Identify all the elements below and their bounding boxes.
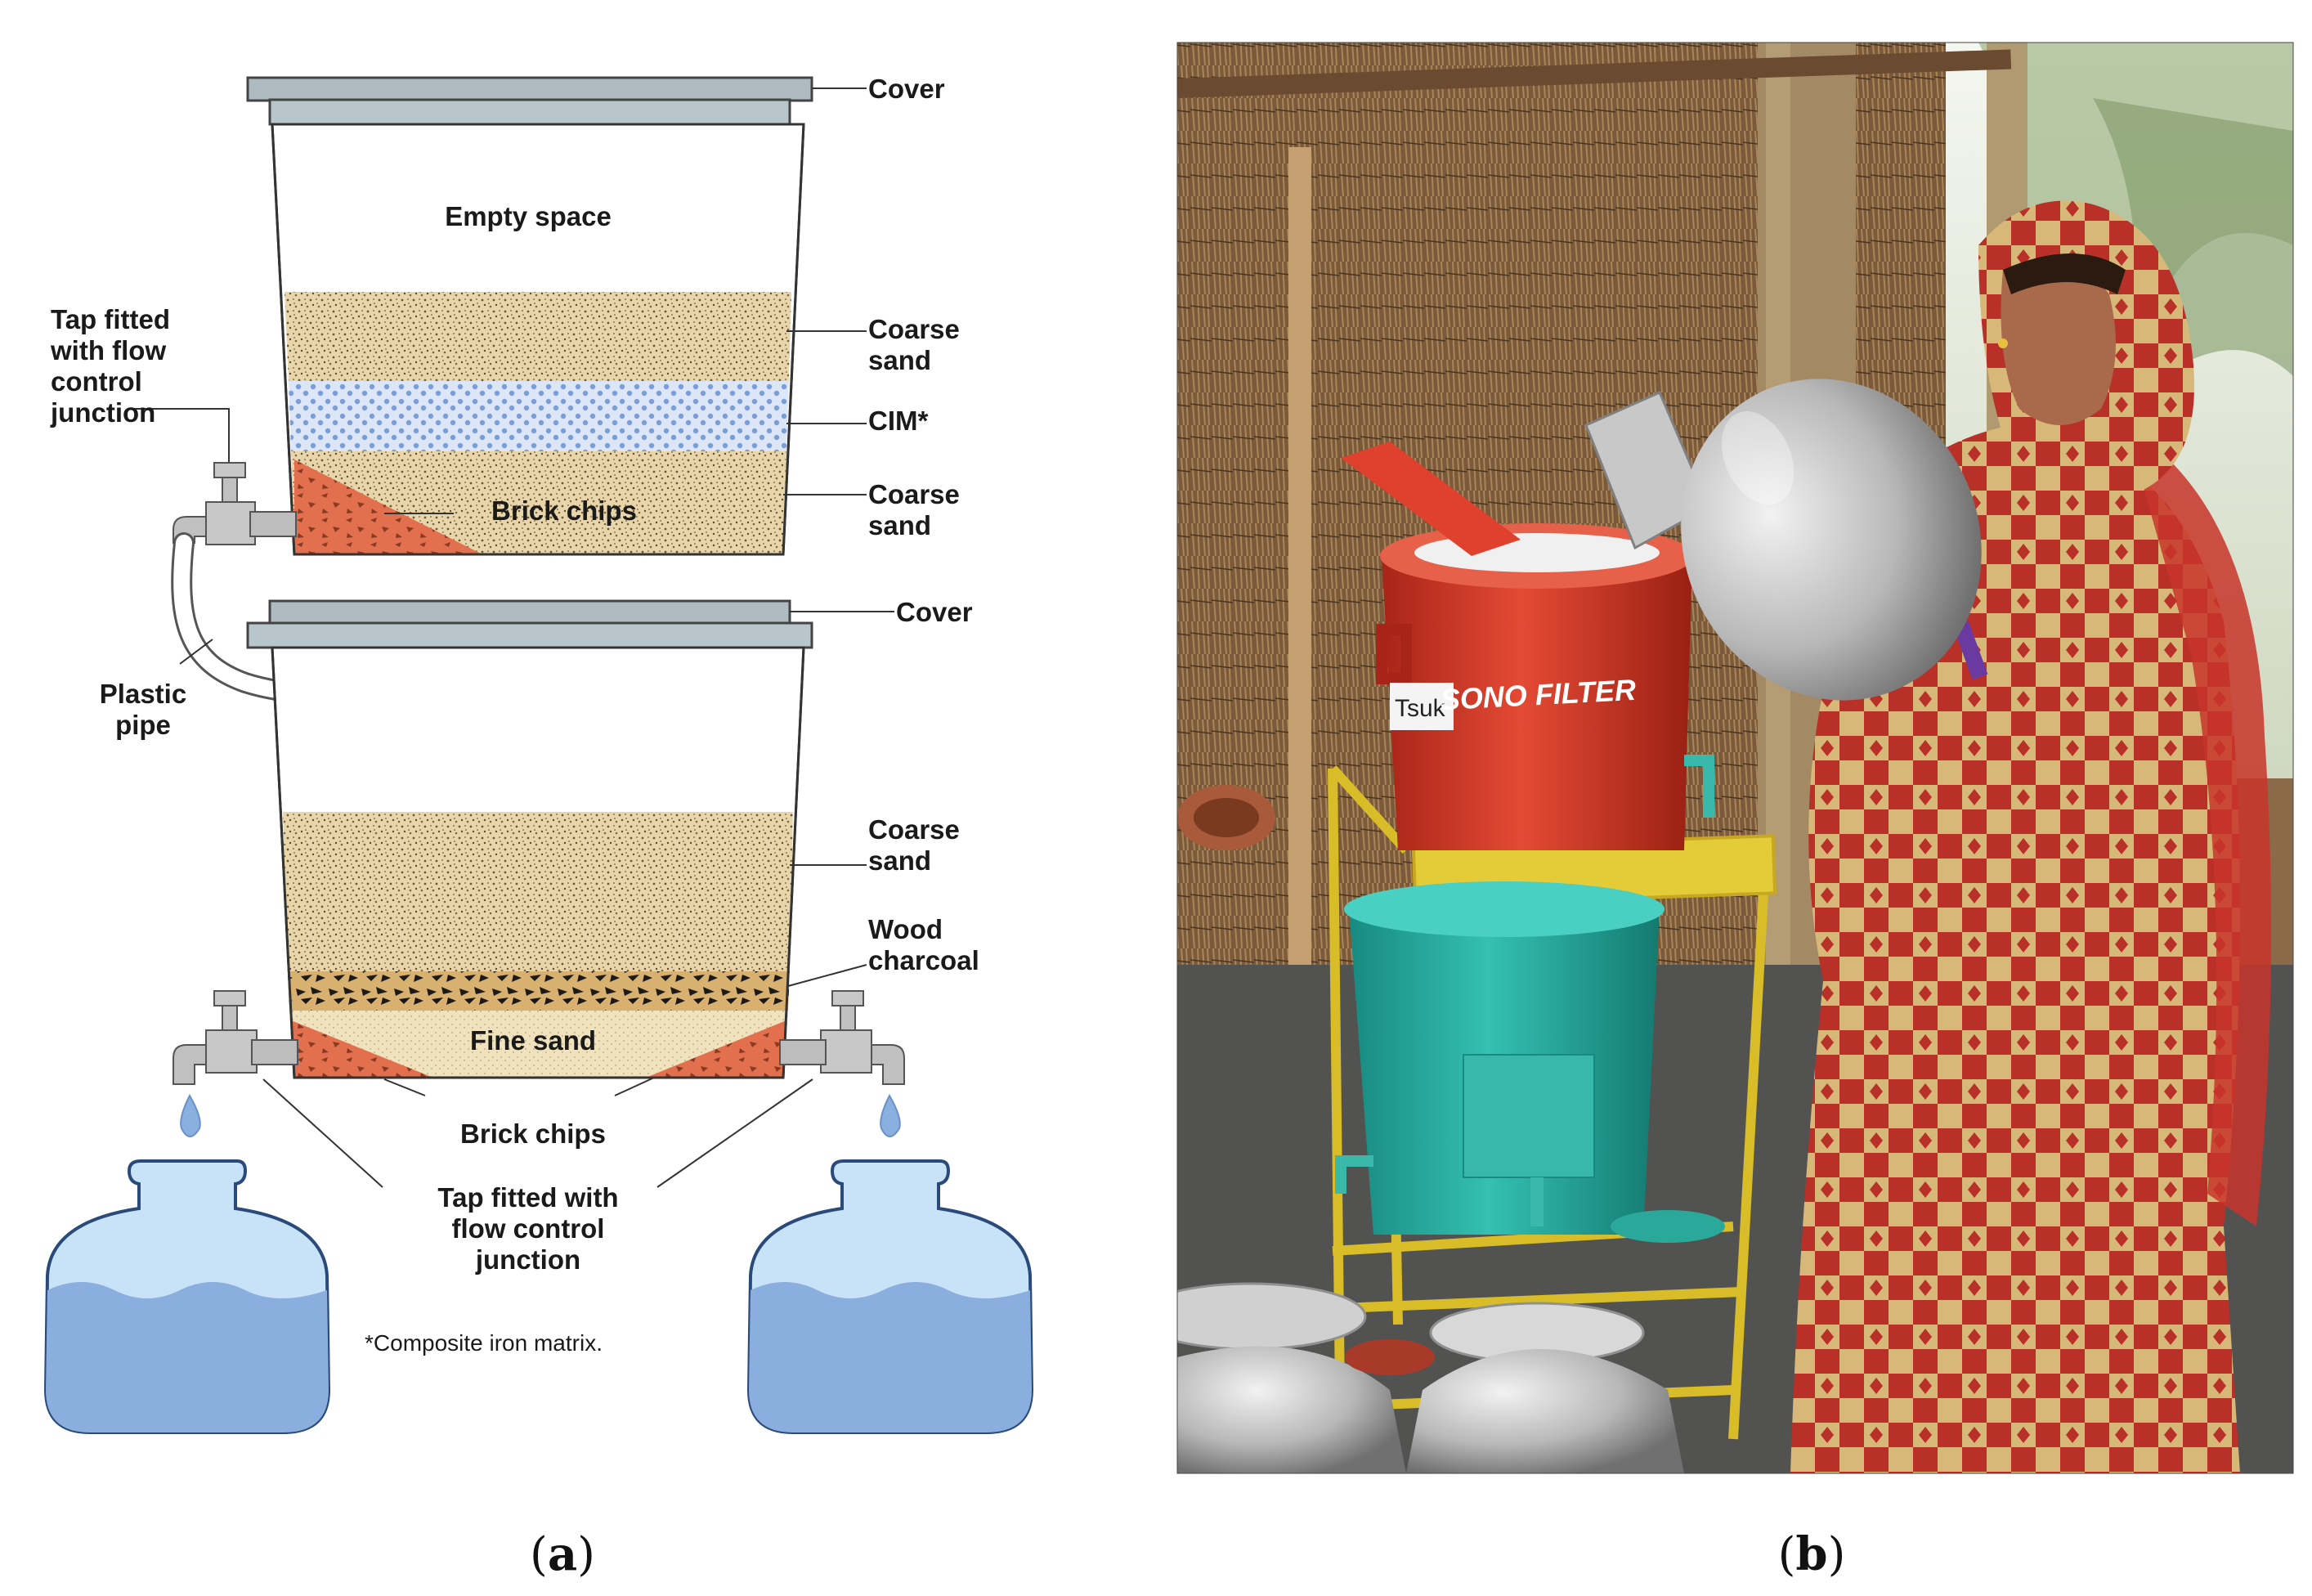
- brick-chips-left: [291, 1020, 433, 1078]
- sticker: [1390, 683, 1454, 730]
- aluminium-pots: [1177, 1210, 1725, 1473]
- top-filter-bucket: [246, 76, 813, 556]
- caption-a: (a): [530, 1527, 595, 1581]
- bottom-cover-rim: [246, 621, 813, 649]
- top-cover-rim: [268, 98, 791, 126]
- label-empty-space: Empty space: [445, 201, 612, 231]
- leader-lines: [131, 87, 894, 1188]
- top-tap: [173, 462, 297, 545]
- teal-bucket: [1335, 881, 1665, 1235]
- brick-chips-wedge-top: [294, 460, 482, 554]
- caption-b: (b): [1778, 1527, 1846, 1581]
- label-fine-sand: Fine sand: [470, 1025, 596, 1056]
- bottom-tap-left: [173, 990, 298, 1085]
- brick-chips-right: [646, 1020, 786, 1078]
- footnote-cim: *Composite iron matrix.: [365, 1330, 603, 1356]
- red-lid: [1341, 442, 1521, 556]
- water-drop-left: [180, 1093, 201, 1137]
- cim-layer: [289, 381, 789, 451]
- wood-charcoal-layer: [288, 971, 790, 1011]
- label-brick-chips-bottom: Brick chips: [460, 1119, 606, 1149]
- panel-b-photo: Tsuk SONO FILTER: [1177, 43, 2293, 1473]
- bottom-cover-lid: [268, 599, 791, 625]
- photo-frame: [1176, 42, 2294, 1474]
- red-bucket: Tsuk SONO FILTER: [1341, 442, 1714, 850]
- sticker-text: Tsuk: [1395, 695, 1446, 722]
- woman-figure: [1790, 200, 2271, 1473]
- bottom-tap-right: [779, 990, 905, 1085]
- fine-sand-layer: [289, 1011, 788, 1078]
- label-cim: CIM*: [868, 406, 928, 436]
- top-cover-lid: [246, 76, 813, 102]
- water-drop-right: [880, 1093, 901, 1137]
- collection-jug-right: [746, 1159, 1034, 1434]
- label-bottom-cover: Cover: [896, 597, 973, 627]
- coarse-sand-layer-1: [285, 292, 791, 381]
- bottom-filter-bucket: [246, 599, 813, 1079]
- coarse-sand-layer-3: [283, 812, 793, 971]
- label-top-cover: Cover: [868, 74, 945, 104]
- water-pot: [1681, 379, 1982, 701]
- label-brick-chips-top: Brick chips: [491, 495, 637, 526]
- collection-jug-left: [43, 1159, 331, 1434]
